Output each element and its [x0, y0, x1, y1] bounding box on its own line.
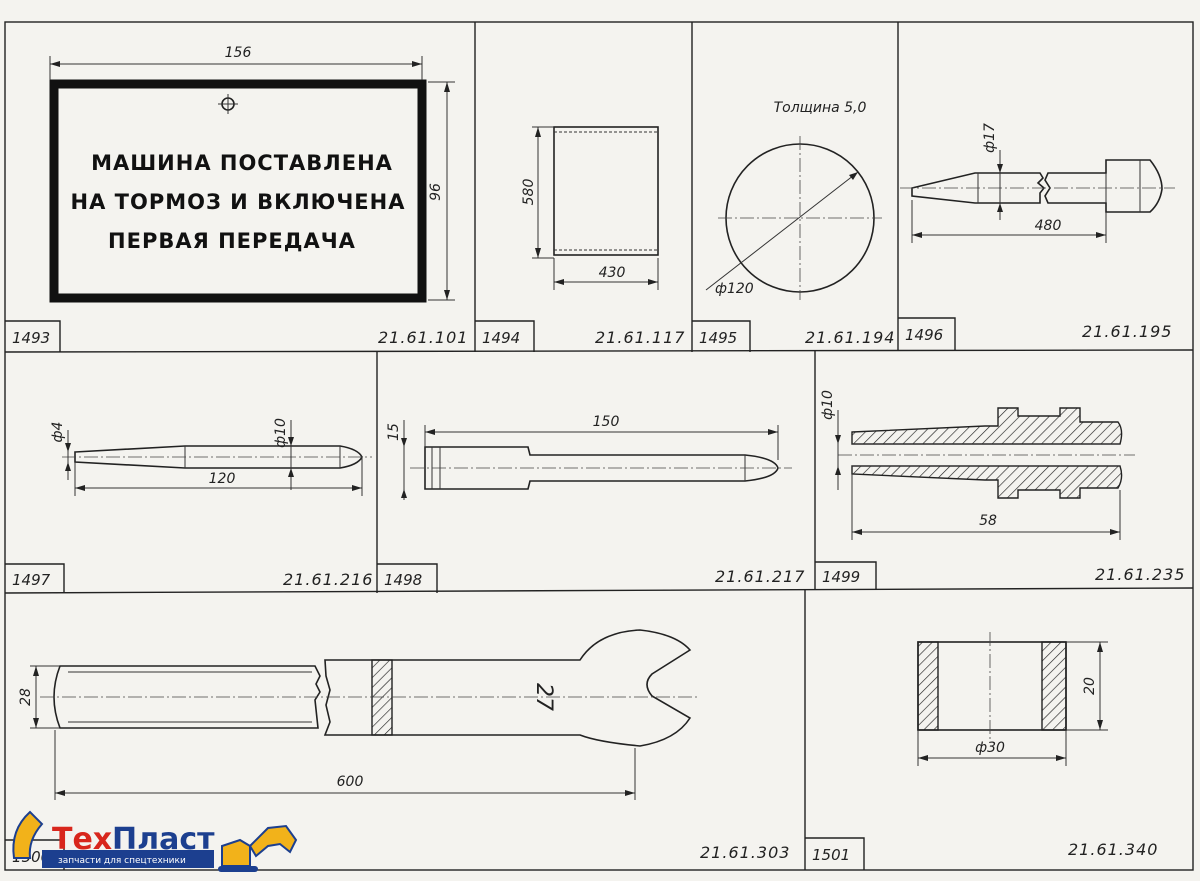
part-code: 21.61.303: [700, 843, 790, 862]
dimension-label: 150: [593, 414, 620, 430]
dimension-label: 58: [979, 513, 997, 529]
pin-1496-drawing: ф17 480: [900, 123, 1175, 243]
dimension-label: ф17: [982, 123, 998, 153]
cell-labels: 1493 21.61.101 1494 21.61.117 1495 21.61…: [12, 322, 1185, 866]
sign-plate-drawing: МАШИНА ПОСТАВЛЕНА НА ТОРМОЗ И ВКЛЮЧЕНА П…: [49, 45, 455, 303]
sign-line: МАШИНА ПОСТАВЛЕНА: [91, 151, 393, 175]
part-code: 21.61.216: [283, 570, 373, 589]
dimension-label: 120: [209, 471, 236, 487]
sign-line: ПЕРВАЯ ПЕРЕДАЧА: [108, 229, 356, 253]
dimension-label: ф10: [820, 390, 836, 420]
cell-number: 1497: [12, 571, 51, 589]
dimension-label: ф4: [50, 422, 66, 443]
dimension-label: ф120: [715, 281, 754, 297]
part-code: 21.61.235: [1095, 565, 1185, 584]
part-code: 21.61.101: [378, 328, 468, 347]
dimension-label: 156: [225, 45, 252, 61]
bushing-drawing: 20 ф30: [917, 632, 1108, 766]
logo-text: Тех: [52, 822, 112, 857]
disc-drawing: Толщина 5,0 ф120: [705, 100, 882, 300]
part-code: 21.61.194: [805, 328, 895, 347]
dimension-label: 600: [337, 774, 364, 790]
dimension-label: 580: [521, 179, 537, 206]
dimension-label: ф30: [975, 740, 1005, 756]
cell-number: 1501: [812, 846, 850, 864]
cell-number: 1493: [12, 329, 50, 347]
logo-tagline: запчасти для спецтехники: [58, 856, 186, 866]
dimension-label: 15: [386, 423, 402, 441]
part-code: 21.61.195: [1082, 322, 1172, 341]
sign-line: НА ТОРМОЗ И ВКЛЮЧЕНА: [71, 190, 406, 214]
dimension-label: 430: [599, 265, 626, 281]
sheet-grid: [4, 21, 1194, 871]
fitting-1499-drawing: ф10 58: [820, 390, 1135, 540]
techplast-watermark-logo: Тех Пласт запчасти для спецтехники: [12, 810, 298, 872]
wrench-size-label: 27: [531, 683, 556, 711]
rubber-sheet-drawing: 580 430: [521, 126, 659, 290]
dimension-label: 480: [1035, 218, 1062, 234]
dimension-label: ф10: [273, 418, 289, 448]
cell-number: 1498: [384, 571, 422, 589]
thickness-note: Толщина 5,0: [774, 100, 867, 116]
part-code: 21.61.217: [715, 567, 805, 586]
cell-number: 1494: [482, 329, 520, 347]
dimension-label: 20: [1082, 677, 1098, 695]
rod-1498-drawing: 15 150: [386, 414, 792, 500]
cell-number: 1496: [905, 326, 943, 344]
pin-1497-drawing: ф4 ф10 120: [50, 418, 372, 496]
logo-banner: [42, 850, 214, 868]
wrench-drawing: 27 28 600: [18, 629, 700, 800]
cell-number: 1495: [699, 329, 737, 347]
part-code: 21.61.117: [595, 328, 685, 347]
dimension-label: 96: [428, 183, 444, 201]
part-code: 21.61.340: [1068, 840, 1158, 859]
cell-number: 1499: [822, 568, 860, 586]
logo-text: Пласт: [112, 822, 215, 857]
excavator-icon: [218, 824, 298, 872]
dimension-label: 28: [18, 688, 34, 706]
